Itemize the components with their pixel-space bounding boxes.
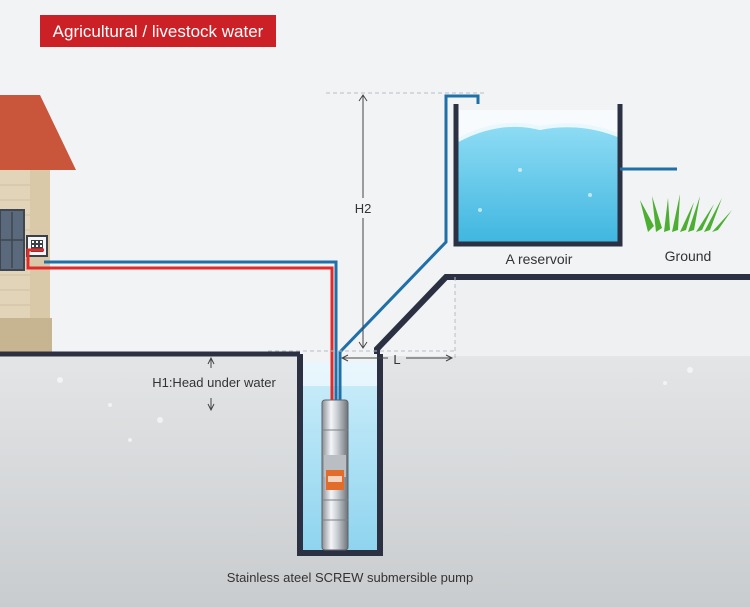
title-banner: Agricultural / livestock water — [40, 15, 276, 47]
reservoir-walls — [453, 104, 623, 247]
banner-title: Agricultural / livestock water — [53, 22, 264, 41]
submersible-pump — [321, 399, 349, 551]
l-dimension — [340, 354, 454, 362]
house — [0, 95, 76, 354]
reservoir-label: A reservoir — [506, 251, 573, 267]
well-walls — [297, 354, 383, 556]
h2-dimension — [358, 94, 368, 349]
h1-label: H1:Head under water — [152, 375, 276, 390]
control-cable — [44, 260, 338, 400]
reservoir — [453, 104, 677, 247]
delivery-pipe — [338, 94, 480, 400]
reference-lines — [268, 92, 486, 358]
house-roof — [0, 95, 76, 170]
power-wire — [26, 248, 334, 400]
ground-label: Ground — [665, 248, 712, 264]
l-label: L — [393, 352, 400, 367]
bubbles — [57, 168, 693, 442]
reservoir-water — [458, 124, 618, 244]
h1-dimension — [207, 356, 215, 412]
house-base — [0, 318, 52, 354]
h2-label: H2 — [355, 201, 372, 216]
pump-label: Stainless ateel SCREW submersible pump — [227, 570, 473, 585]
raised-ground — [455, 277, 750, 356]
grass-icon — [640, 194, 732, 232]
